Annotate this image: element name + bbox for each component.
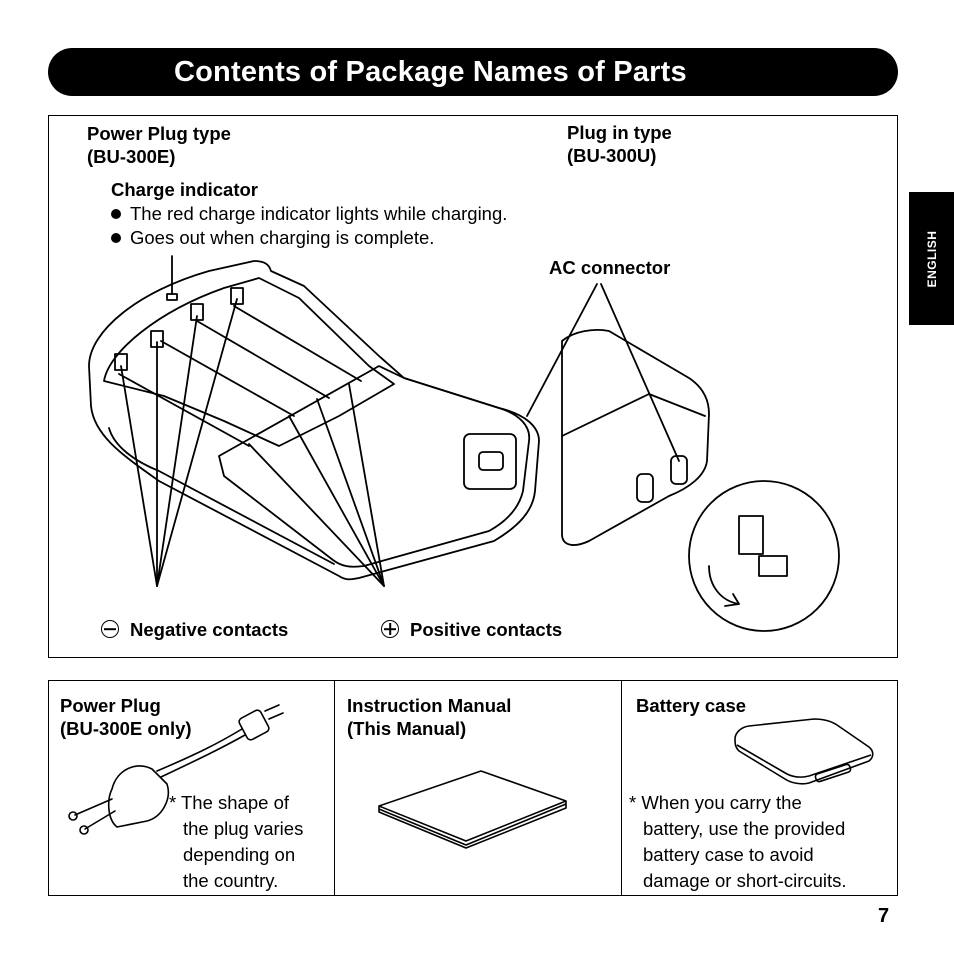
battery-case-title: Battery case xyxy=(636,695,747,716)
ac-prong-1 xyxy=(636,473,654,503)
manual-booklet-icon xyxy=(378,770,567,849)
charger-illustration xyxy=(88,255,840,632)
leader-neg-1 xyxy=(120,365,158,587)
instruction-manual-title: Instruction Manual (This Manual) xyxy=(347,695,512,739)
plugin-charger-side xyxy=(561,393,706,437)
power-plug-icon xyxy=(68,704,284,835)
language-tab-label: ENGLISH xyxy=(924,230,939,287)
charger-inner-tray xyxy=(103,277,395,447)
plug-in-type-label: Plug in type (BU-300U) xyxy=(567,122,672,166)
prong-detail-1 xyxy=(738,515,764,555)
charger-diagram-panel: Power Plug type (BU-300E) Plug in type (… xyxy=(48,115,898,658)
prong-detail-circle xyxy=(688,480,840,632)
leader-pos-4 xyxy=(348,383,385,587)
page-title: Contents of Package Names of Parts xyxy=(174,55,687,88)
leader-pos-2 xyxy=(288,415,385,587)
charge-indicator-note-1: The red charge indicator lights while ch… xyxy=(130,203,508,224)
ac-connector-label: AC connector xyxy=(549,257,671,278)
charger-body-outline xyxy=(88,260,540,581)
plugin-charger-outline xyxy=(561,328,710,546)
battery-case-icon xyxy=(734,718,874,785)
leader-ac-left xyxy=(526,283,598,417)
bullet-dot xyxy=(111,209,121,219)
charge-indicator-note-2: Goes out when charging is complete. xyxy=(130,227,435,248)
charger-front-edge xyxy=(108,427,335,565)
battery-case-note: * When you carry the battery, use the pr… xyxy=(629,792,847,891)
power-plug-type-label: Power Plug type (BU-300E) xyxy=(87,123,231,167)
battery-slot-1 xyxy=(118,373,250,447)
positive-contacts-label: Positive contacts xyxy=(410,619,563,640)
leader-pos-3 xyxy=(316,398,385,587)
column-divider xyxy=(621,681,622,895)
fold-arrow-icon xyxy=(708,565,740,607)
leader-neg-3 xyxy=(156,315,198,587)
bullet-dot xyxy=(111,233,121,243)
negative-contact-tab-4 xyxy=(230,287,244,305)
ac-inlet-pins xyxy=(478,451,504,471)
minus-icon xyxy=(101,620,119,638)
battery-slot-4 xyxy=(233,305,362,382)
leader-ac-right xyxy=(600,283,680,462)
power-plug-title: Power Plug (BU-300E only) xyxy=(60,695,192,739)
package-contents-panel: Power Plug (BU-300E only) * The shape of… xyxy=(48,680,898,896)
plus-icon xyxy=(381,620,399,638)
negative-contacts-label: Negative contacts xyxy=(130,619,289,640)
battery-slot-3 xyxy=(196,320,330,399)
column-divider xyxy=(334,681,335,895)
page-number: 7 xyxy=(878,905,890,927)
ac-inlet-socket xyxy=(463,433,517,490)
page-title-bar: Contents of Package Names of Parts xyxy=(48,48,898,96)
charger-front-lid xyxy=(218,365,531,568)
leader-pos-1 xyxy=(248,443,385,587)
language-tab: ENGLISH xyxy=(909,192,954,325)
leader-neg-4 xyxy=(156,298,238,587)
power-plug-note: * The shape of the plug varies depending… xyxy=(169,792,304,891)
battery-slot-2 xyxy=(160,340,295,417)
prong-detail-2 xyxy=(758,555,788,577)
ac-prong-2 xyxy=(670,455,688,485)
charge-indicator-heading: Charge indicator xyxy=(111,179,258,200)
